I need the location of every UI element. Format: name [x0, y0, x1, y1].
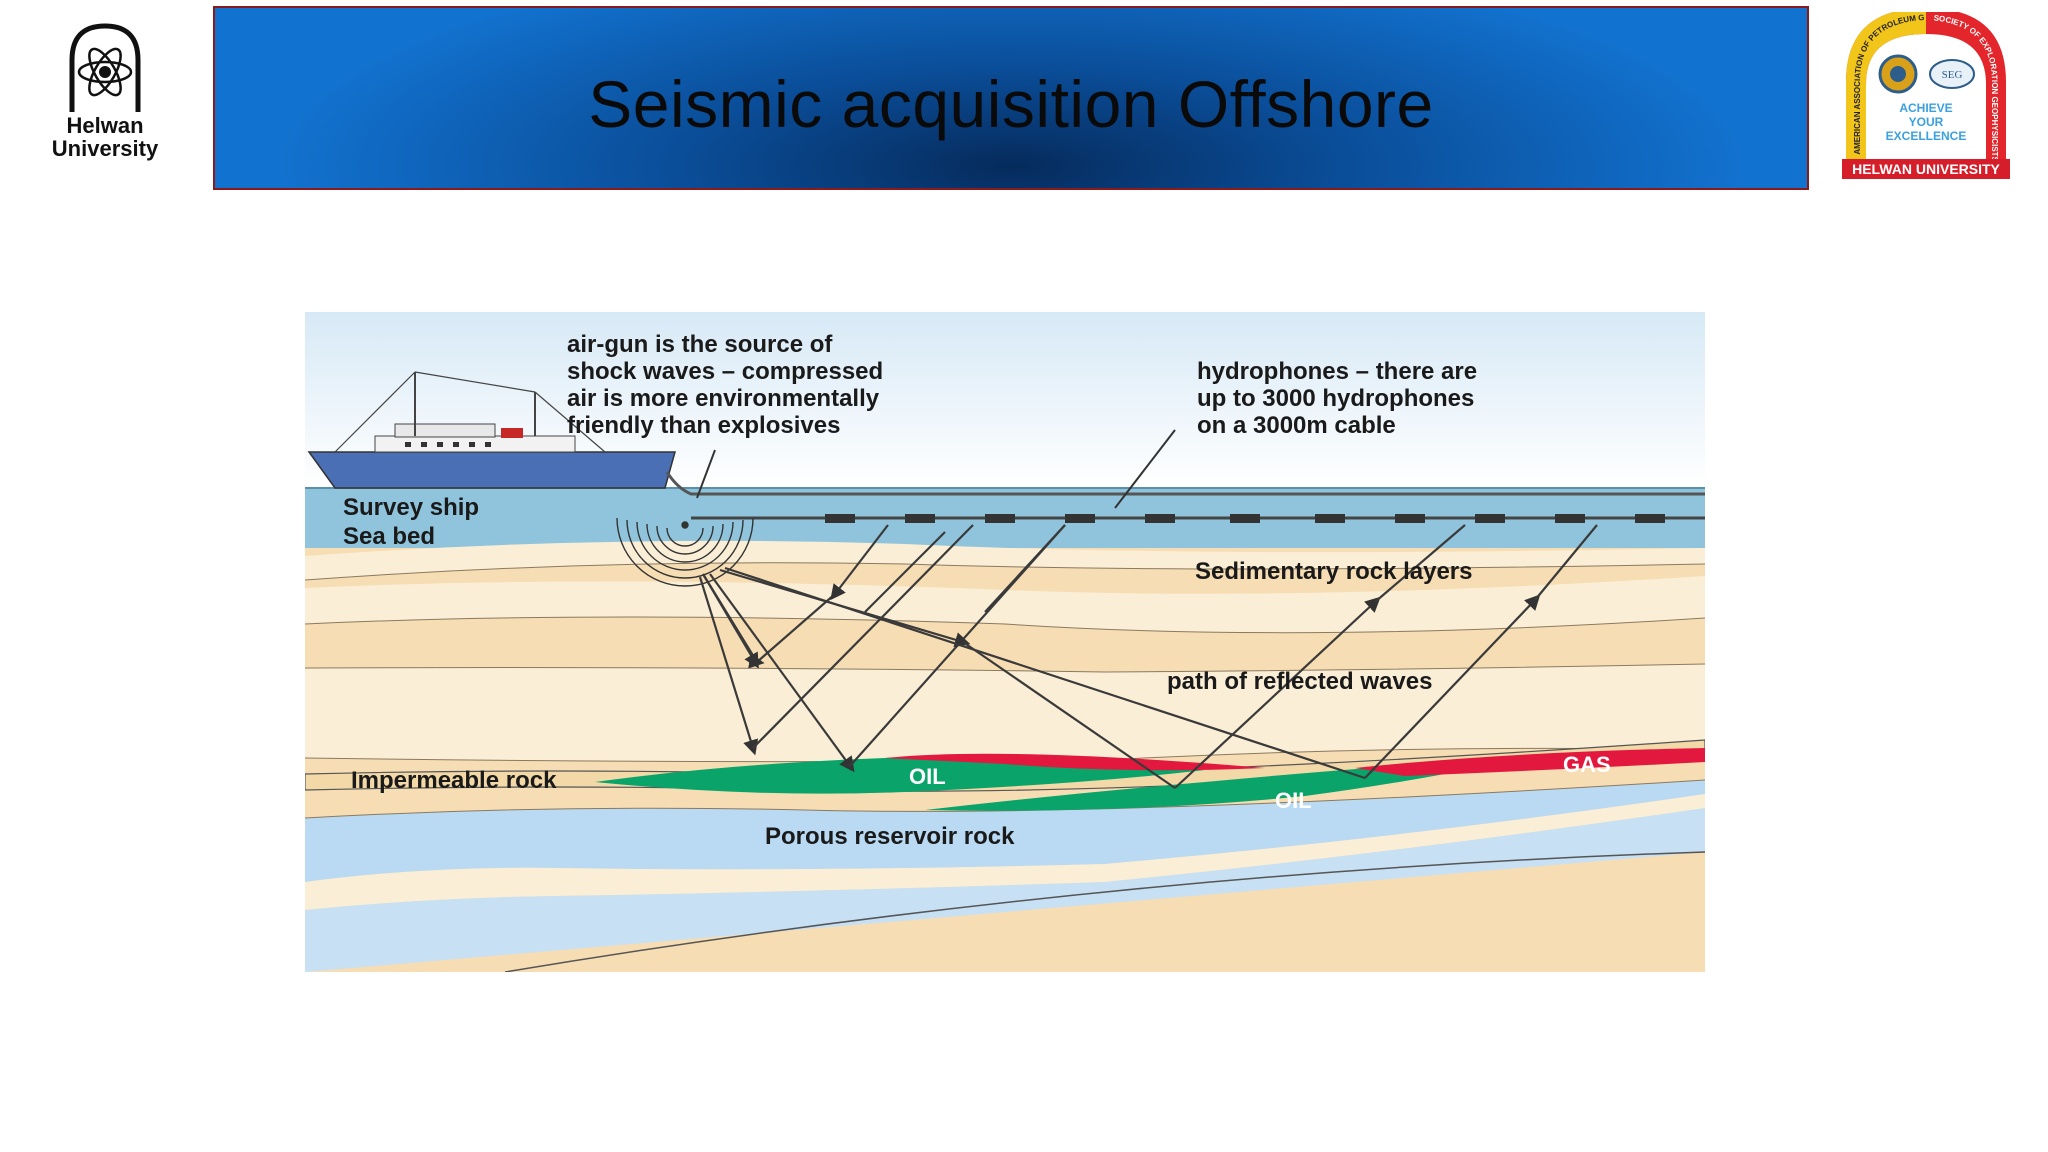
deep-sand-wedge: [305, 852, 1705, 972]
atom-emblem-icon: [69, 23, 141, 112]
hydrophone-note-line-2: up to 3000 hydrophones: [1197, 385, 1474, 412]
slide-title: Seismic acquisition Offshore: [588, 67, 1434, 141]
seismic-survey-diagram: air-gun is the source of shock waves – c…: [305, 312, 1705, 972]
reflected-waves-label: path of reflected waves: [1167, 668, 1432, 695]
light-layer-1: [305, 576, 1705, 633]
lower-band: [305, 794, 1705, 910]
shock-waves: [616, 517, 754, 587]
gas-label: GAS: [1563, 752, 1611, 777]
aapg-seg-student-chapter-logo: AMERICAN ASSOCIATION OF PETROLEUM GEOLOG…: [1835, 5, 2014, 182]
gas-cap-2: [1355, 748, 1705, 776]
hydrophone-note-line-3: on a 3000m cable: [1197, 412, 1396, 439]
porous-layer: [305, 780, 1705, 882]
survey-ship-label: Survey ship: [343, 494, 479, 521]
light-layer-2: [305, 664, 1705, 762]
airgun-pointer: [696, 449, 716, 499]
airgun-note-line-1: air-gun is the source of: [567, 331, 833, 358]
seabed-band: [305, 540, 1705, 580]
oil-label-2: OIL: [1275, 788, 1312, 813]
hydrophone-note-line-1: hydrophones – there are: [1197, 358, 1477, 385]
sea-bed-label: Sea bed: [343, 523, 435, 550]
logo-footer-text: HELWAN UNIVERSITY: [1852, 161, 2000, 177]
hydrophones: [825, 514, 1665, 523]
survey-ship-icon: [307, 371, 676, 489]
seal-text: SEG: [1942, 69, 1963, 81]
oil-label-1: OIL: [909, 764, 946, 789]
airgun-note-line-3: air is more environmentally: [567, 385, 880, 412]
gas-cap-1: [885, 753, 1265, 771]
logo-line-1: Helwan: [66, 113, 144, 138]
title-banner: Seismic acquisition Offshore: [213, 6, 1809, 190]
sedimentary-label: Sedimentary rock layers: [1195, 558, 1473, 585]
tow-line: [665, 471, 1705, 496]
motto-line-2: YOUR: [1909, 115, 1944, 129]
helwan-university-logo: Helwan University: [30, 22, 180, 172]
ray-paths: [698, 524, 1598, 789]
motto-line-1: ACHIEVE: [1899, 101, 1952, 115]
hydrophone-pointer: [1114, 429, 1176, 509]
impermeable-rock-label: Impermeable rock: [351, 767, 557, 794]
logo-line-2: University: [51, 136, 159, 161]
airgun-note-line-2: shock waves – compressed: [567, 358, 883, 385]
motto-line-3: EXCELLENCE: [1886, 129, 1967, 143]
porous-rock-label: Porous reservoir rock: [765, 823, 1015, 850]
airgun-note-line-4: friendly than explosives: [567, 412, 840, 439]
